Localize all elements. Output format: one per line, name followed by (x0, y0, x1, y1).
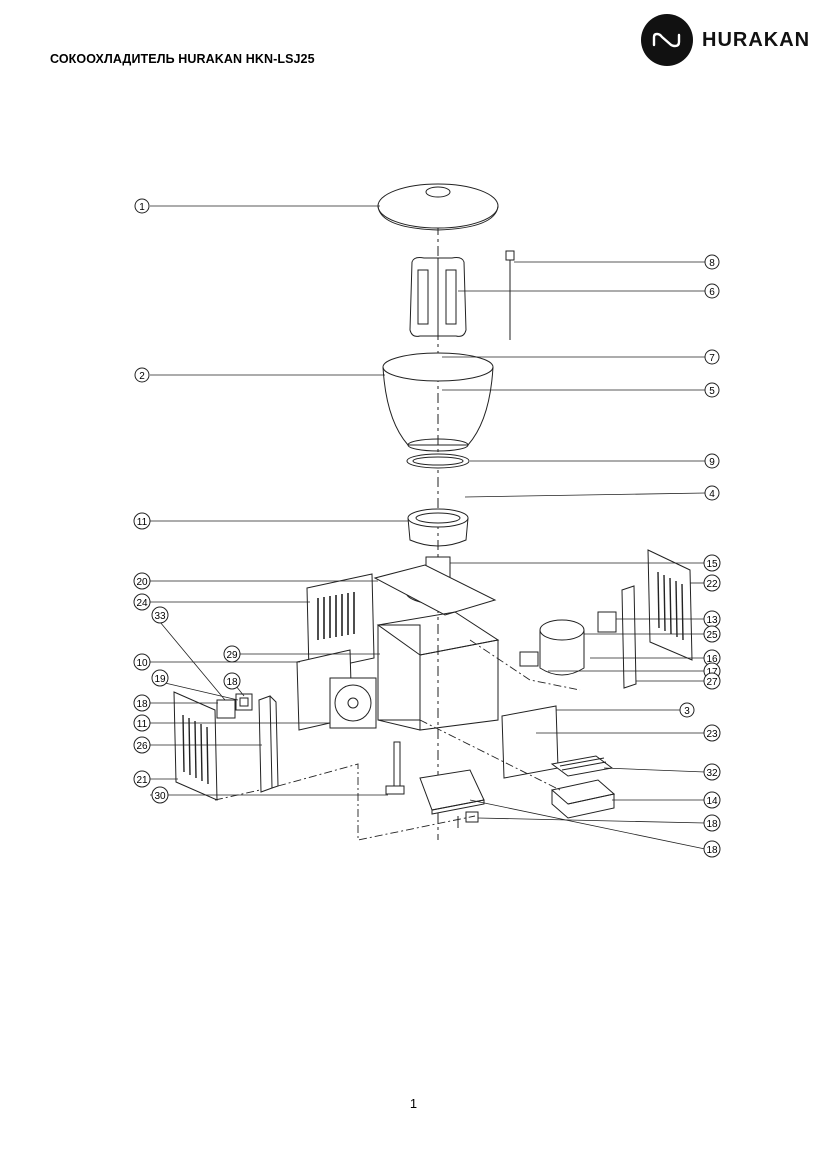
relay-part (597, 611, 617, 633)
left-side-grille-part (173, 691, 218, 801)
callout-31: 30 (151, 786, 169, 804)
brand-logo: HURAKAN (641, 14, 810, 66)
callout-20: 18 (223, 672, 241, 690)
callout-1: 1 (134, 198, 150, 214)
svg-text:26: 26 (136, 741, 148, 752)
svg-text:13: 13 (706, 615, 718, 626)
svg-text:29: 29 (226, 650, 238, 661)
base-ring-part (407, 508, 469, 547)
stirrer-paddle-part (409, 257, 467, 340)
callout-3: 3 (679, 702, 695, 718)
callout-30: 29 (223, 645, 241, 663)
svg-text:18: 18 (226, 677, 238, 688)
svg-text:17: 17 (706, 667, 718, 678)
svg-text:19: 19 (154, 674, 166, 685)
rear-panel-part (501, 705, 559, 779)
side-bracket-part (621, 585, 637, 689)
control-parts (216, 693, 253, 719)
callout-23: 21 (133, 770, 151, 788)
lid-part (377, 183, 499, 231)
callout-11: 11 (133, 714, 151, 732)
bracket-part (258, 695, 279, 793)
svg-text:15: 15 (706, 559, 718, 570)
fan-part (329, 677, 377, 729)
callout-5: 5 (704, 382, 720, 398)
callout-leader-lines (150, 205, 706, 850)
callout-21: 19 (151, 669, 169, 687)
heater-part (385, 741, 405, 795)
svg-text:33: 33 (154, 611, 166, 622)
callout-33: 33 (151, 606, 169, 624)
svg-text:24: 24 (136, 598, 148, 609)
callout-4: 4 (704, 485, 720, 501)
svg-text:20: 20 (136, 577, 148, 588)
callout-25: 23 (703, 724, 721, 742)
svg-text:9: 9 (709, 457, 715, 468)
svg-text:5: 5 (709, 386, 715, 397)
callout-2: 2 (134, 367, 150, 383)
callout-10: 10 (133, 653, 151, 671)
svg-text:3: 3 (684, 706, 690, 717)
svg-text:21: 21 (136, 775, 148, 786)
svg-text:23: 23 (706, 729, 718, 740)
drip-tray-part (550, 779, 616, 819)
svg-text:6: 6 (709, 287, 715, 298)
callout-24: 22 (703, 574, 721, 592)
brand-name: HURAKAN (702, 28, 811, 51)
svg-text:18: 18 (706, 819, 718, 830)
bowl-part (382, 352, 494, 452)
svg-text:2: 2 (139, 371, 145, 382)
svg-text:7: 7 (709, 353, 715, 364)
page-number: 1 (409, 1096, 418, 1111)
svg-text:27: 27 (706, 677, 718, 688)
callout-27: 25 (703, 625, 721, 643)
callout-12: 11 (133, 512, 151, 530)
callout-14: 14 (703, 791, 721, 809)
callout-29: 27 (703, 672, 721, 690)
svg-text:30: 30 (154, 791, 166, 802)
svg-text:4: 4 (709, 489, 715, 500)
svg-text:1: 1 (139, 202, 145, 213)
document-title: СОКООХЛАДИТЕЛЬ HURAKAN HKN-LSJ25 (50, 52, 315, 66)
callout-18-b: 18 (703, 840, 721, 858)
hurakan-logo-icon (641, 14, 693, 66)
drip-tray-grid-part (550, 755, 614, 777)
callout-28: 26 (133, 736, 151, 754)
front-grille-panel-part (306, 573, 375, 673)
callout-15: 15 (703, 554, 721, 572)
compressor-part (519, 619, 585, 676)
chassis-frame-part (376, 611, 500, 731)
gasket-part (406, 453, 470, 469)
callout-13: 13 (703, 610, 721, 628)
svg-text:8: 8 (709, 258, 715, 269)
svg-text:11: 11 (137, 719, 148, 730)
rod-part (505, 250, 515, 340)
callout-22: 20 (133, 572, 151, 590)
base-plate-part (419, 769, 485, 828)
svg-text:25: 25 (706, 630, 718, 641)
callout-labels: 1 2 11 20 24 33 29 10 19 18 18 11 26 21 … (133, 198, 721, 858)
callout-8: 8 (704, 254, 720, 270)
svg-text:14: 14 (706, 796, 718, 807)
callout-26: 24 (133, 593, 151, 611)
right-side-grille-part (647, 549, 693, 661)
svg-text:18: 18 (706, 845, 718, 856)
svg-text:16: 16 (706, 654, 718, 665)
svg-text:22: 22 (706, 579, 718, 590)
callout-9: 9 (704, 453, 720, 469)
callout-32: 32 (703, 763, 721, 781)
callout-7: 7 (704, 349, 720, 365)
svg-text:18: 18 (136, 699, 148, 710)
svg-text:32: 32 (706, 768, 718, 779)
svg-text:10: 10 (136, 658, 148, 669)
callout-19: 18 (133, 694, 151, 712)
top-cover-part (373, 564, 497, 616)
callout-6: 6 (704, 283, 720, 299)
callout-18-a: 18 (703, 814, 721, 832)
svg-text:11: 11 (137, 517, 148, 528)
